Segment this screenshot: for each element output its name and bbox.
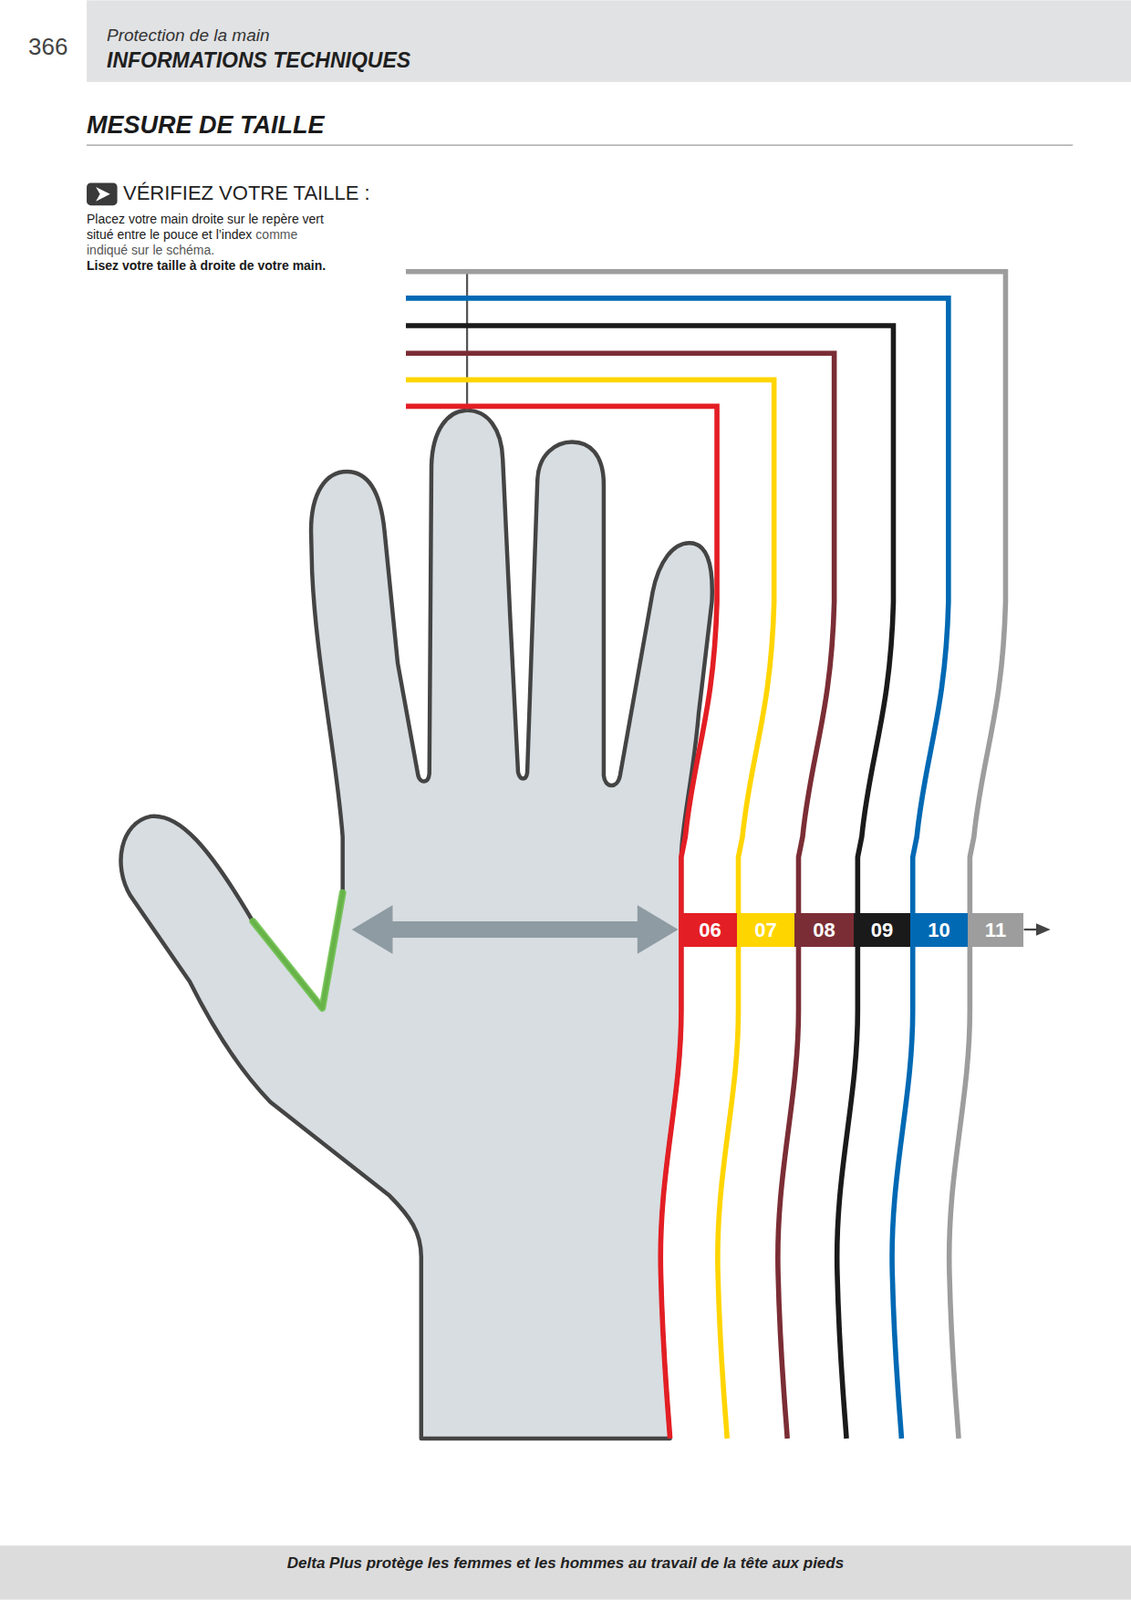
title-rule bbox=[86, 145, 1073, 146]
check-icon-arrow bbox=[95, 186, 111, 202]
footer-slogan: Delta Plus protège les femmes et les hom… bbox=[0, 1554, 1131, 1573]
reference-line bbox=[466, 271, 468, 411]
size-line bbox=[405, 405, 717, 1439]
check-icon bbox=[86, 183, 118, 207]
instruction-text: Lisez votre taille à droite de votre mai… bbox=[86, 258, 328, 274]
scale-arrow-line bbox=[1024, 928, 1039, 931]
size-band: 07 bbox=[736, 913, 795, 947]
size-line bbox=[405, 352, 835, 1439]
size-number: 07 bbox=[754, 918, 777, 943]
size-band: 11 bbox=[967, 913, 1024, 947]
section-title: MESURE DE TAILLE bbox=[86, 111, 325, 140]
size-band: 10 bbox=[910, 913, 968, 947]
size-number: 08 bbox=[812, 918, 835, 943]
size-line bbox=[405, 379, 775, 1439]
footer-band bbox=[0, 1545, 1131, 1599]
instructions: Placez votre main droite sur le repère v… bbox=[86, 211, 328, 274]
size-band: 08 bbox=[794, 913, 854, 947]
size-line bbox=[405, 298, 949, 1439]
size-band: 06 bbox=[683, 913, 737, 947]
hand-outline bbox=[120, 410, 712, 1439]
check-heading: VÉRIFIEZ VOTRE TAILLE : bbox=[123, 181, 371, 206]
size-lines bbox=[405, 271, 1006, 1439]
size-line bbox=[405, 271, 1006, 1439]
size-band: 09 bbox=[853, 913, 911, 947]
size-number: 06 bbox=[698, 918, 721, 943]
size-line bbox=[405, 325, 893, 1439]
scale-arrow-head bbox=[1036, 923, 1051, 935]
section-heading: INFORMATIONS TECHNIQUES bbox=[106, 48, 411, 73]
size-number: 11 bbox=[985, 918, 1007, 943]
width-arrow bbox=[352, 904, 679, 955]
header-band bbox=[86, 0, 1131, 82]
size-number: 09 bbox=[871, 918, 893, 943]
green-marker bbox=[252, 892, 343, 1008]
page-number: 366 bbox=[28, 32, 68, 62]
section-name: Protection de la main bbox=[106, 25, 270, 46]
size-number: 10 bbox=[927, 918, 950, 943]
